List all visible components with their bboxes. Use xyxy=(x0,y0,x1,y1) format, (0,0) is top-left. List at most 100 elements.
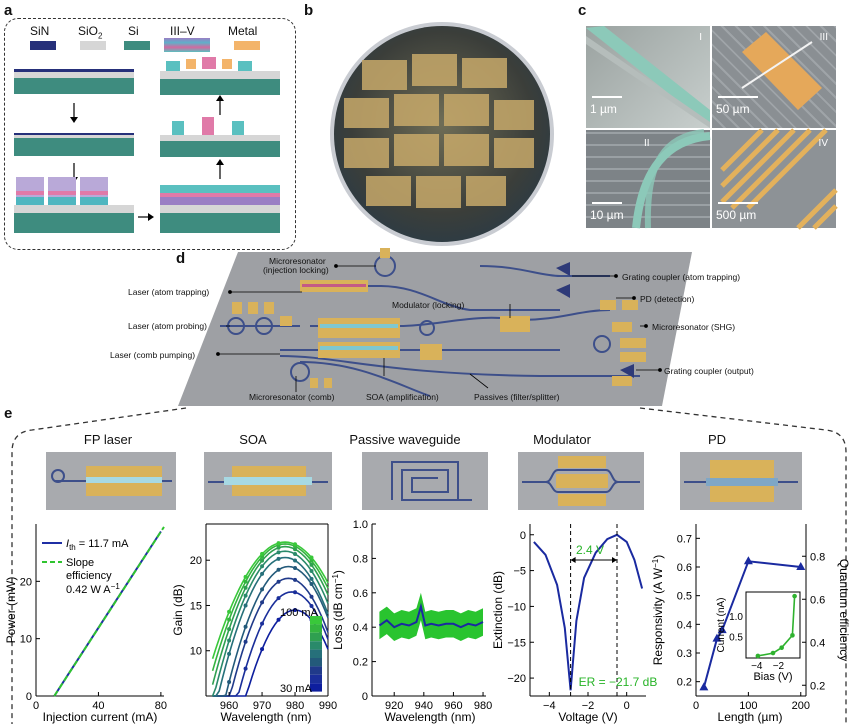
soa-bar-bottom: 30 mA xyxy=(280,683,312,695)
soa-point xyxy=(293,608,298,612)
pd-point xyxy=(796,562,806,570)
modulator-vpi-label: 2.4 V xyxy=(576,543,604,557)
fp-axes xyxy=(35,524,164,697)
soa-point xyxy=(309,576,314,581)
sem-laser-device xyxy=(741,32,822,110)
pd-ytick-label: 0.7 xyxy=(677,533,692,545)
passive-ytick-label: 1.0 xyxy=(353,519,368,531)
passive-axes xyxy=(371,524,486,697)
soa-point xyxy=(309,594,314,599)
component-title-modulator: Modulator xyxy=(533,432,591,447)
passive-ylabel: Loss (dB cm−1) xyxy=(331,570,345,650)
legend-sin: SiN xyxy=(30,24,50,38)
soa-point xyxy=(243,603,248,608)
passive-xtick-label: 960 xyxy=(444,700,462,712)
soa-colorbar-segment xyxy=(310,658,322,667)
panel-letter-a: a xyxy=(4,2,13,19)
modulator-ytick-label: −10 xyxy=(507,601,526,613)
label-passives: Passives (filter/splitter) xyxy=(474,392,560,402)
soa-ylabel: Gain (dB) xyxy=(171,584,185,635)
soa-series-7 xyxy=(211,543,329,672)
component-title-soa: SOA xyxy=(239,432,267,447)
label-microresonator-comb: Microresonator (comb) xyxy=(249,392,335,402)
soa-point xyxy=(276,545,281,550)
soa-xlabel: Wavelength (nm) xyxy=(221,710,312,724)
pd-ylabel-right: Quantum efficiency xyxy=(837,559,850,662)
pd-ytick-label: 0.2 xyxy=(677,677,692,689)
modulator-er-label: ER = −21.7 dB xyxy=(579,675,658,689)
process-step-1 xyxy=(14,69,134,94)
soa-point xyxy=(293,551,298,556)
soa-point xyxy=(260,600,265,605)
label-grating-coupler-output: Grating coupler (output) xyxy=(664,366,754,376)
soa-point xyxy=(309,582,314,587)
modulator-ytick-label: −20 xyxy=(507,673,526,685)
pd-xtick-label: 200 xyxy=(792,700,810,712)
modulator-xtick-label: −4 xyxy=(543,700,556,712)
passive-ytick-label: 0.6 xyxy=(353,588,368,600)
pd-inset-point xyxy=(770,650,776,656)
modulator-arrowhead-left xyxy=(570,557,576,563)
soa-colorbar-segment xyxy=(310,616,322,625)
component-title-pd: PD xyxy=(707,432,727,447)
soa-point xyxy=(260,558,265,563)
pd-point xyxy=(699,682,709,691)
legend-metal: Metal xyxy=(228,24,258,38)
panel-a-frame xyxy=(4,18,296,250)
soa-point xyxy=(243,593,248,598)
soa-point xyxy=(260,551,265,556)
sem-tile-IV-roman: IV xyxy=(818,138,828,149)
fp-legend: Ith = 11.7 mA Slope efficiency 0.42 W A−… xyxy=(42,538,129,596)
pd-right-ytick-label: 0.8 xyxy=(810,551,825,563)
pd-right-ytick-label: 0.4 xyxy=(810,637,825,649)
soa-point xyxy=(227,680,232,685)
pd-xlabel: Length (µm) xyxy=(718,710,783,724)
label-laser-atom-trapping: Laser (atom trapping) xyxy=(128,287,210,297)
sem-tile-IV: IV 500 µm xyxy=(712,128,838,230)
pd-inset-ytick-label: 1.0 xyxy=(729,612,743,623)
soa-ytick-label: 20 xyxy=(190,555,202,567)
soa-point xyxy=(309,555,314,560)
soa-point xyxy=(243,579,248,584)
soa-point xyxy=(276,617,281,622)
soa-colorbar-segment xyxy=(310,674,322,684)
soa-point xyxy=(243,585,248,590)
modulator-arrowhead-right xyxy=(612,557,617,563)
panel-letter-e: e xyxy=(4,405,13,422)
fp-series-1 xyxy=(53,526,165,697)
sem-metal-array xyxy=(720,128,838,230)
soa-point xyxy=(309,568,314,573)
fp-laser-render xyxy=(46,452,176,510)
pd-ytick-label: 0.3 xyxy=(677,648,692,660)
pd-right-ytick-label: 0.6 xyxy=(810,594,825,606)
soa-bar-top: 100 mA xyxy=(280,607,319,619)
fp-ytick-label: 0 xyxy=(26,691,32,703)
fp-legend-slope-1: Slope xyxy=(66,557,94,569)
fp-xlabel: Injection current (mA) xyxy=(43,710,158,724)
process-flow-diagram xyxy=(14,57,280,233)
panel-letter-d: d xyxy=(176,250,186,267)
soa-point xyxy=(227,609,232,614)
soa-point xyxy=(276,550,281,555)
pd-ytick-label: 0.4 xyxy=(677,619,692,631)
passive-waveguide-render xyxy=(362,452,488,510)
soa-point xyxy=(227,627,232,632)
soa-point xyxy=(276,541,281,546)
sem-tile-IV-scale: 500 µm xyxy=(716,208,757,222)
scale-bar-I xyxy=(592,96,622,98)
soa-point xyxy=(293,558,298,563)
sem-tile-III-roman: III xyxy=(819,32,828,43)
process-step-3 xyxy=(14,177,134,233)
passive-xtick-label: 940 xyxy=(415,700,433,712)
pd-inset-point xyxy=(755,653,761,659)
soa-colorbar-segment xyxy=(310,683,322,692)
fp-xtick-label: 80 xyxy=(155,700,167,712)
process-step-6 xyxy=(160,57,280,95)
soa-point xyxy=(243,624,248,629)
soa-point xyxy=(309,562,314,567)
sem-tile-II-roman: II xyxy=(644,138,650,149)
passive-xtick-label: 980 xyxy=(474,700,492,712)
